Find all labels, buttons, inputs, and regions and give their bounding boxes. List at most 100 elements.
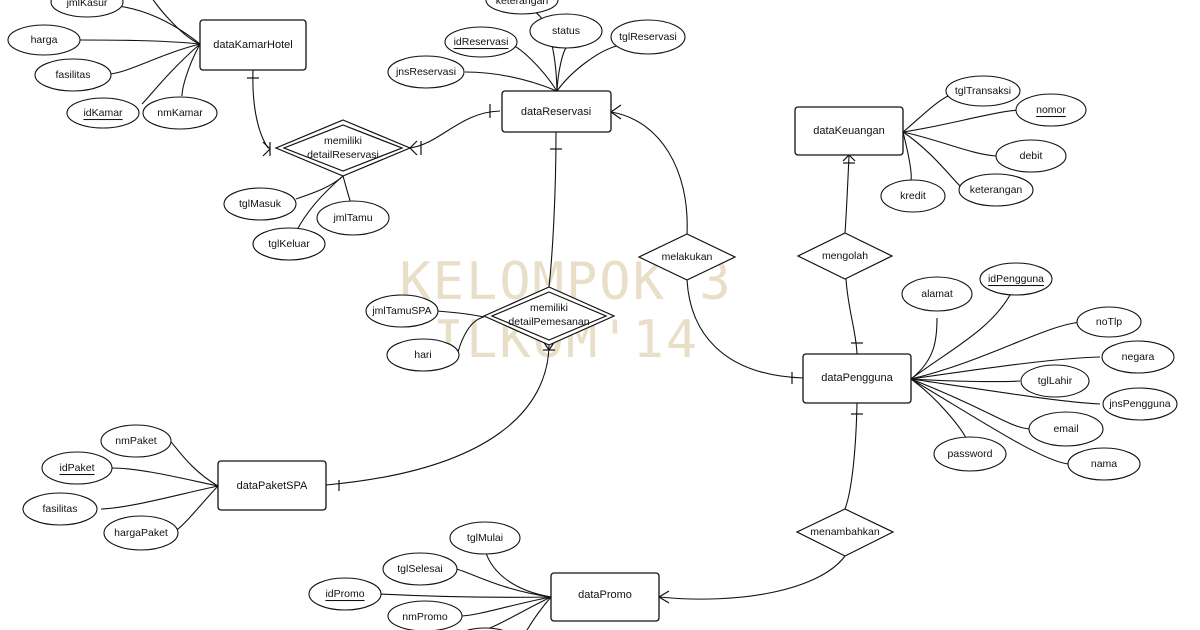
relationship-label: mengolah — [822, 250, 868, 262]
relationship-label: menambahkan — [810, 526, 880, 538]
attribute-tgl-selesai[interactable]: tglSelesai — [382, 552, 458, 586]
attribute-status[interactable]: status — [529, 13, 603, 49]
attribute-label: fasilitas — [42, 503, 77, 515]
relationship-mengolah[interactable]: mengolah — [796, 232, 894, 280]
entity-data-reservasi[interactable]: dataReservasi — [501, 90, 612, 133]
relationship-menambahkan[interactable]: menambahkan — [795, 508, 895, 557]
attribute-tgl-reservasi[interactable]: tglReservasi — [610, 19, 686, 55]
relationship-label-line-1: memiliki — [530, 302, 568, 314]
attribute-nomor[interactable]: nomor — [1015, 93, 1087, 127]
attribute-label: jmlKasur — [66, 0, 108, 9]
attribute-label: nmKamar — [157, 107, 203, 119]
attribute-keterangan-keuangan[interactable]: keterangan — [958, 173, 1034, 207]
attribute-nm-kamar[interactable]: nmKamar — [142, 96, 218, 130]
attribute-jns-reservasi[interactable]: jnsReservasi — [387, 55, 465, 89]
attribute-label: alamat — [921, 288, 953, 300]
attribute-label: idPaket — [59, 462, 94, 474]
attribute-label: idPengguna — [988, 273, 1044, 285]
entity-data-kamar-hotel[interactable]: dataKamarHotel — [199, 19, 307, 71]
attribute-label: idKamar — [83, 107, 123, 119]
attribute-label: jnsReservasi — [395, 66, 456, 78]
attribute-label: nmPromo — [402, 611, 448, 623]
attribute-label: hargaPaket — [114, 527, 168, 539]
attribute-id-promo[interactable]: idPromo — [308, 577, 382, 611]
relationship-label-line-2: detailReservasi — [307, 149, 379, 161]
entity-data-keuangan[interactable]: dataKeuangan — [794, 106, 904, 156]
relationship-detail-reservasi[interactable]: memiliki detailReservasi — [274, 119, 412, 177]
attribute-label: jmlTamuSPA — [371, 305, 431, 317]
attribute-id-paket[interactable]: idPaket — [41, 451, 113, 485]
entity-data-promo[interactable]: dataPromo — [550, 572, 660, 622]
attribute-label: tglReservasi — [619, 31, 677, 43]
entity-label: dataKeuangan — [813, 125, 885, 137]
attribute-label: tglLahir — [1038, 375, 1073, 387]
attribute-label: noTlp — [1096, 316, 1122, 328]
attribute-jns-pengguna[interactable]: jnsPengguna — [1102, 387, 1178, 421]
attribute-label: tglTransaksi — [955, 85, 1011, 97]
relationship-label-line-2: detailPemesanan — [508, 316, 589, 328]
attribute-label: tglMasuk — [239, 198, 282, 210]
attribute-label: hari — [414, 349, 432, 361]
attribute-label: keterangan — [970, 184, 1023, 196]
attribute-id-kamar[interactable]: idKamar — [66, 97, 140, 129]
attribute-keterangan[interactable]: keterangan — [485, 0, 559, 15]
relationship-links — [252, 69, 858, 600]
attribute-email[interactable]: email — [1028, 411, 1104, 447]
attribute-jml-kasur[interactable]: jmlKasur — [50, 0, 124, 18]
attribute-label: nomor — [1036, 104, 1066, 116]
attribute-fasilitas-spa[interactable]: fasilitas — [22, 492, 98, 526]
attribute-label: tglMulai — [467, 532, 503, 544]
attribute-label: debit — [1020, 150, 1043, 162]
attribute-tgl-masuk[interactable]: tglMasuk — [223, 187, 297, 221]
attribute-label: negara — [1122, 351, 1155, 363]
entity-label: dataPromo — [578, 589, 632, 601]
attribute-label: nama — [1091, 458, 1117, 470]
relationship-label-line-1: memiliki — [324, 135, 362, 147]
attribute-tgl-lahir[interactable]: tglLahir — [1020, 364, 1090, 398]
attribute-alamat[interactable]: alamat — [901, 276, 973, 312]
attribute-label: idPromo — [325, 588, 364, 600]
attribute-label: kredit — [900, 190, 926, 202]
entity-data-pengguna[interactable]: dataPengguna — [802, 353, 912, 404]
attribute-label: idReservasi — [454, 36, 509, 48]
attribute-jml-tamu-spa[interactable]: jmlTamuSPA — [365, 294, 439, 328]
attribute-nm-paket[interactable]: nmPaket — [100, 424, 172, 458]
attribute-id-reservasi[interactable]: idReservasi — [444, 26, 518, 58]
entity-label: dataReservasi — [521, 106, 591, 118]
relationship-label: melakukan — [662, 251, 713, 263]
attribute-jml-tamu[interactable]: jmlTamu — [316, 200, 390, 236]
attribute-tgl-mulai[interactable]: tglMulai — [449, 521, 521, 555]
attribute-label: tglKeluar — [268, 238, 310, 250]
attribute-password[interactable]: password — [933, 436, 1007, 472]
attribute-label: email — [1053, 423, 1078, 435]
attribute-label: jmlTamu — [332, 212, 372, 224]
attribute-debit[interactable]: debit — [995, 139, 1067, 173]
attribute-tgl-keluar[interactable]: tglKeluar — [252, 227, 326, 261]
attribute-fasilitas-kamar[interactable]: fasilitas — [34, 58, 112, 92]
attribute-label: tglSelesai — [397, 563, 443, 575]
attribute-harga-paket[interactable]: hargaPaket — [103, 515, 179, 551]
attribute-label: password — [948, 448, 993, 460]
relationship-melakukan[interactable]: melakukan — [637, 233, 737, 281]
attribute-links — [78, 0, 1101, 630]
relationship-detail-pemesanan[interactable]: memiliki detailPemesanan — [482, 286, 616, 346]
attribute-nm-promo[interactable]: nmPromo — [387, 600, 463, 630]
attribute-no-tlp[interactable]: noTlp — [1076, 306, 1142, 338]
attribute-harga[interactable]: harga — [7, 24, 81, 56]
attribute-nama[interactable]: nama — [1067, 447, 1141, 481]
attribute-label: jnsPengguna — [1108, 398, 1170, 410]
attribute-label: fasilitas — [55, 69, 90, 81]
attribute-id-pengguna[interactable]: idPengguna — [979, 262, 1053, 296]
entity-label: dataPengguna — [821, 372, 893, 384]
attribute-tgl-transaksi[interactable]: tglTransaksi — [945, 75, 1021, 107]
entity-data-paket-spa[interactable]: dataPaketSPA — [217, 460, 327, 511]
attribute-kredit[interactable]: kredit — [880, 179, 946, 213]
entity-label: dataPaketSPA — [237, 480, 308, 492]
attribute-negara[interactable]: negara — [1101, 340, 1175, 374]
entity-label: dataKamarHotel — [213, 39, 293, 51]
attribute-hari[interactable]: hari — [386, 338, 460, 372]
attribute-label: harga — [31, 34, 58, 46]
attribute-label: nmPaket — [115, 435, 157, 447]
attribute-label: status — [552, 25, 580, 37]
